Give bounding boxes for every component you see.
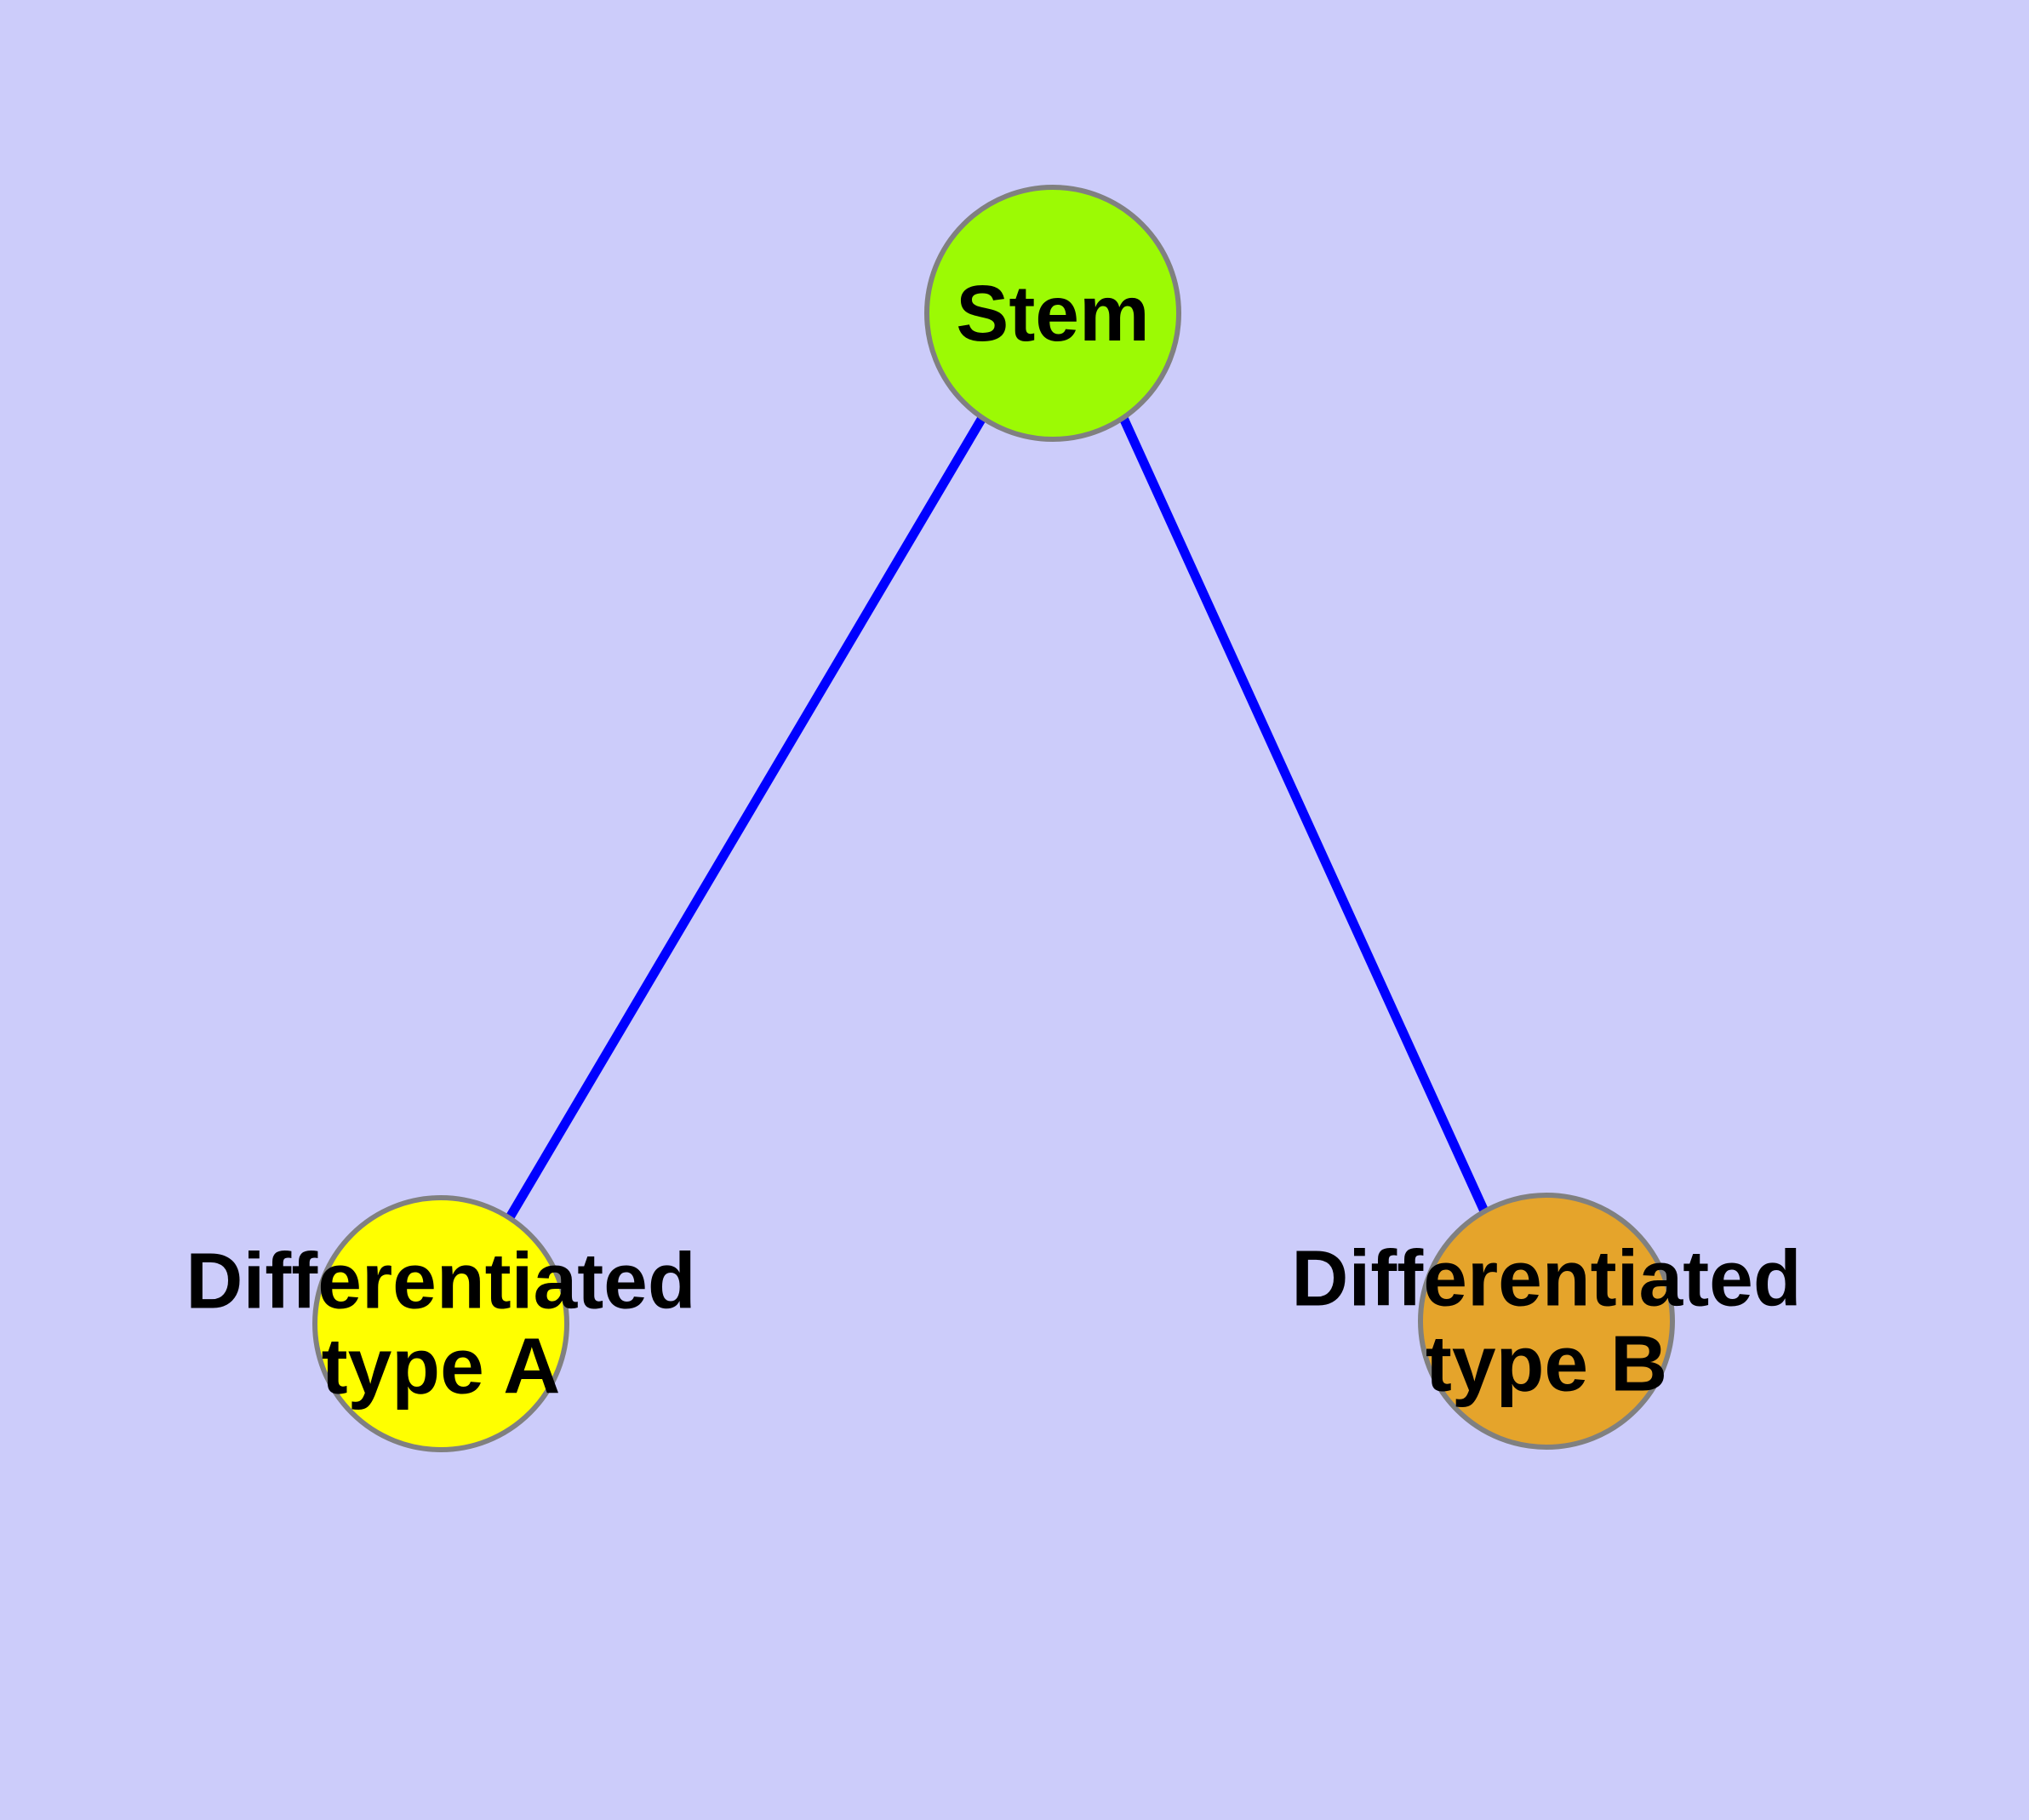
node-layer	[312, 185, 1675, 1452]
node-circle-stem[interactable]	[924, 185, 1181, 442]
edge-stem-to-diff-a[interactable]	[506, 415, 986, 1220]
node-circle-diff-b[interactable]	[1418, 1193, 1675, 1450]
edge-layer	[506, 415, 1495, 1225]
edge-stem-to-diff-b[interactable]	[1118, 415, 1495, 1225]
node-circle-diff-a[interactable]	[312, 1195, 569, 1452]
